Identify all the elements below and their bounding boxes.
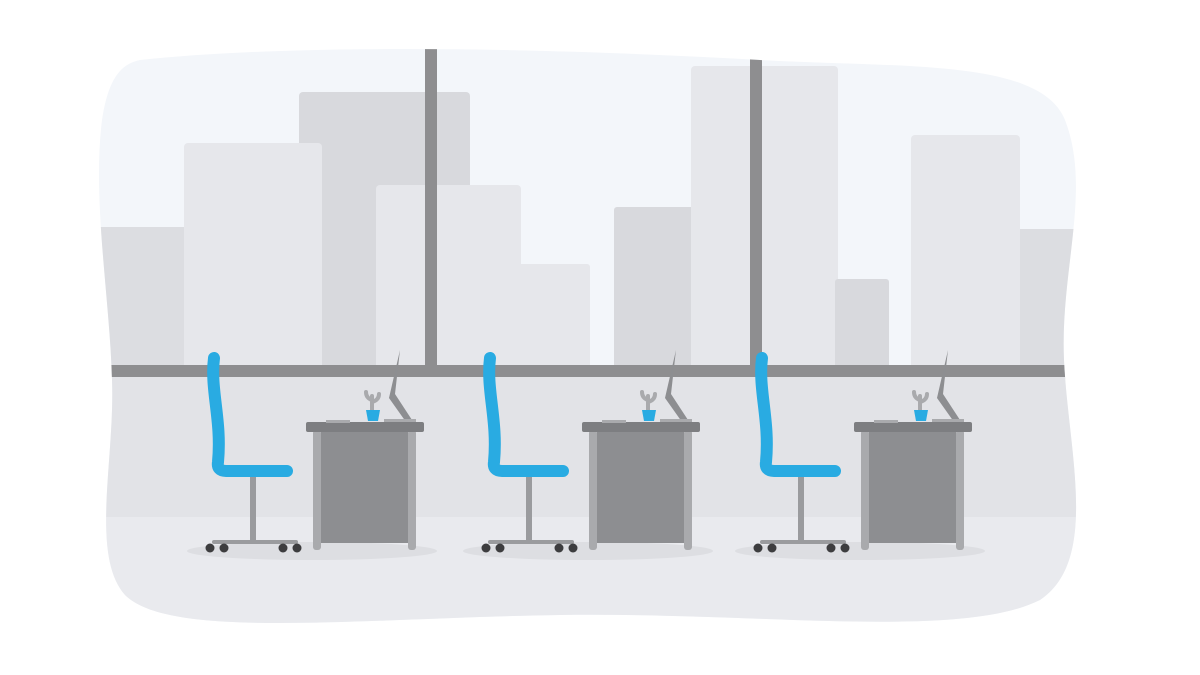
chair-seat-back [483,352,569,477]
chair-wheel [481,543,491,553]
cactus-plant-icon [912,390,929,421]
monitor-screen [665,350,688,422]
desk-body [321,430,408,543]
chair-wheel [840,543,850,553]
chair-stem [250,468,256,540]
cactus [640,390,657,412]
distant-wall-left [98,227,200,377]
desk-leg-left [861,430,869,550]
monitor-stand [660,419,692,422]
office-chair-icon [753,352,850,553]
distant-wall-right [1000,229,1077,379]
chair-wheel [554,543,564,553]
plant-pot [366,410,380,421]
building [505,264,590,374]
monitor-icon [384,350,416,422]
desk-icon [582,420,700,550]
building [614,207,704,372]
desk-icon [854,420,972,550]
floor-shadow [735,542,985,560]
keyboard [874,420,898,423]
desk-body [869,430,956,543]
cactus [364,390,381,412]
building [376,185,521,375]
plant-pot [642,410,656,421]
chair-base [488,540,574,544]
window-mullion [425,49,437,372]
chair-base [212,540,298,544]
chair-wheel [292,543,302,553]
desk-body [597,430,684,543]
office-chair-icon [205,352,302,553]
workstation [735,350,985,560]
cactus-plant-icon [640,390,657,421]
chair-wheel [826,543,836,553]
window-frame [98,49,1077,377]
workstations [187,350,985,560]
building [184,143,322,373]
desk-leg-right [956,430,964,550]
plant-pot [914,410,928,421]
desk-icon [306,420,424,550]
desk-leg-right [408,430,416,550]
monitor-screen [937,350,960,422]
chair-wheel [495,543,505,553]
cactus [912,390,929,412]
desk-top [582,422,700,432]
monitor-screen [389,350,412,422]
city-skyline [98,66,1077,379]
chair-stem [798,468,804,540]
window-sill [98,365,1077,377]
desk-top [306,422,424,432]
chair-wheel [568,543,578,553]
monitor-stand [384,419,416,422]
chair-wheel [278,543,288,553]
desk-leg-left [589,430,597,550]
chair-stem [526,468,532,540]
office-chair-icon [481,352,578,553]
chair-seat-back [207,352,293,477]
desk-top [854,422,972,432]
keyboard [326,420,350,423]
monitor-stand [932,419,964,422]
workstation [463,350,713,560]
workstation [187,350,437,560]
building [691,66,838,372]
building [911,135,1020,375]
chair-wheel [753,543,763,553]
cactus-plant-icon [364,390,381,421]
desk-leg-left [313,430,321,550]
monitor-icon [932,350,964,422]
building [835,279,889,374]
desk-leg-right [684,430,692,550]
monitor-icon [660,350,692,422]
floor-shadow [187,542,437,560]
keyboard [602,420,626,423]
floor-shadow [463,542,713,560]
chair-wheel [767,543,777,553]
chair-wheel [219,543,229,553]
window-mullion [750,49,762,372]
chair-seat-back [755,352,841,477]
chair-base [760,540,846,544]
chair-wheel [205,543,215,553]
